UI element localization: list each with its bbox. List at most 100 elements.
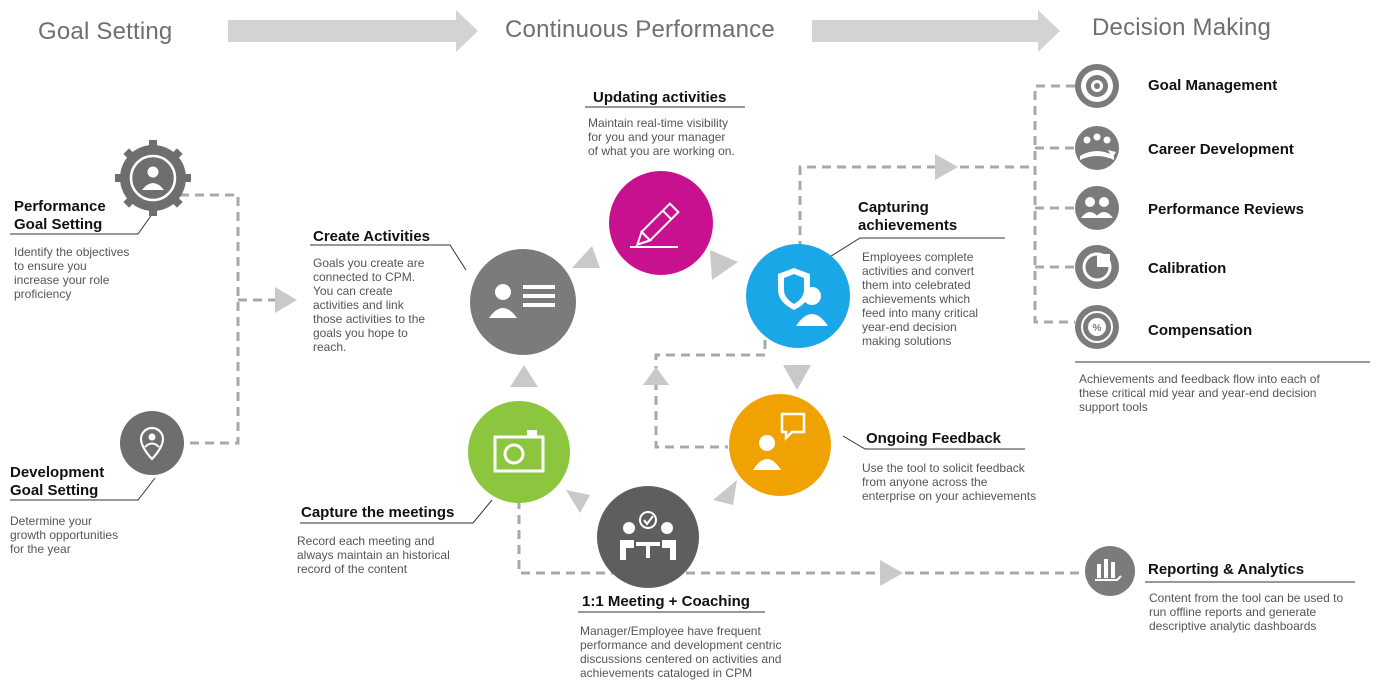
desc-line: year-end decision [862, 320, 957, 334]
desc-line: for you and your manager [588, 130, 726, 144]
desc-line: Content from the tool can be used to [1149, 591, 1344, 605]
desc-line: You can create [313, 284, 393, 298]
desc-line: those activities to the [313, 312, 426, 326]
decision-desc: Achievements and feedback flow into each… [1079, 372, 1369, 414]
callout-line-create [310, 244, 467, 271]
meeting-coaching-desc: Manager/Employee have frequent performan… [580, 624, 820, 680]
people-icon [1075, 186, 1119, 230]
cycle-arrow-create-to-update [572, 246, 600, 268]
updating-activities-title: Updating activities [593, 89, 727, 106]
left-connector-arrowhead [275, 287, 297, 313]
compensation-icon: % [1075, 305, 1119, 349]
id-card-icon [470, 249, 576, 355]
meeting-people-icon [597, 486, 699, 588]
desc-line: for the year [10, 542, 71, 556]
desc-line: these critical mid year and year-end dec… [1079, 386, 1317, 400]
desc-line: Achievements and feedback flow into each… [1079, 372, 1320, 386]
cycle-arrow-capture-to-create [510, 365, 538, 387]
callout-line-development [10, 477, 156, 501]
location-pin-icon [120, 411, 184, 475]
callout-line-feedback [842, 435, 1025, 450]
capturing-title-line2: achievements [858, 217, 958, 234]
meeting-coaching-title: 1:1 Meeting + Coaching [582, 593, 750, 610]
ongoing-feedback-title: Ongoing Feedback [866, 430, 1002, 447]
performance-goal-desc: Identify the objectives to ensure you in… [14, 245, 164, 301]
desc-line: record of the content [297, 562, 408, 576]
capturing-title-line1: Capturing [858, 199, 929, 216]
desc-line: Identify the objectives [14, 245, 130, 259]
development-goal-title-line1: Development [10, 464, 105, 481]
desc-line: always maintain an historical [297, 548, 450, 562]
shield-person-icon [746, 244, 850, 348]
feedback-loop-arrowhead [643, 367, 669, 385]
svg-text:%: % [1093, 323, 1102, 334]
capture-meetings-desc: Record each meeting and always maintain … [297, 534, 477, 576]
cycle-arrow-meeting-to-capture [566, 490, 590, 513]
desc-line: Record each meeting and [297, 534, 435, 548]
reporting-analytics-title: Reporting & Analytics [1148, 561, 1305, 578]
camera-icon [468, 401, 570, 503]
calibration-label: Calibration [1148, 260, 1227, 277]
desc-line: of what you are working on. [588, 144, 735, 158]
desc-line: run offline reports and generate [1149, 605, 1317, 619]
desc-line: Use the tool to solicit feedback [862, 461, 1025, 475]
development-goal-desc: Determine your growth opportunities for … [10, 514, 160, 556]
callout-line-performance [10, 209, 156, 235]
performance-goal-title: Performance Goal Setting [14, 198, 106, 234]
desc-line: Employees complete [862, 250, 974, 264]
create-activities-title: Create Activities [313, 228, 430, 245]
desc-line: growth opportunities [10, 528, 119, 542]
desc-line: connected to CPM. [313, 270, 416, 284]
create-activities-desc: Goals you create are connected to CPM. Y… [313, 256, 463, 354]
callout-line-capture-meetings [300, 499, 493, 524]
desc-line: them into celebrated [862, 278, 971, 292]
desc-line: reach. [313, 340, 347, 354]
desc-line: making solutions [862, 334, 952, 348]
cycle-arrow-update-to-capture [710, 250, 738, 280]
capturing-achievements-desc: Employees complete activities and conver… [862, 250, 1012, 348]
reporting-arrowhead [880, 560, 903, 586]
desc-line: from anyone across the [862, 475, 988, 489]
development-goal-title-line2: Goal Setting [10, 482, 99, 499]
bar-chart-icon [1085, 546, 1135, 596]
development-goal-title: Development Goal Setting [10, 464, 104, 500]
performance-goal-title-line1: Performance [14, 198, 106, 215]
desc-line: activities and convert [862, 264, 975, 278]
callout-line-capturing [819, 237, 1005, 264]
phase-arrow-2 [812, 10, 1060, 52]
performance-reviews-label: Performance Reviews [1148, 201, 1304, 218]
gear-person-icon [115, 140, 191, 216]
capturing-achievements-title: Capturing achievements [858, 199, 957, 235]
performance-goal-title-line2: Goal Setting [14, 216, 103, 233]
desc-line: descriptive analytic dashboards [1149, 619, 1317, 633]
goal-management-label: Goal Management [1148, 77, 1278, 94]
desc-line: proficiency [14, 287, 72, 301]
decision-connector-arrowhead [935, 154, 958, 180]
ongoing-feedback-desc: Use the tool to solicit feedback from an… [862, 461, 1072, 503]
desc-line: enterprise on your achievements [862, 489, 1037, 503]
capture-meetings-title: Capture the meetings [301, 504, 455, 521]
left-connector [180, 193, 275, 445]
desc-line: Manager/Employee have frequent [580, 624, 761, 638]
updating-activities-desc: Maintain real-time visibility for you an… [588, 116, 768, 158]
desc-line: feed into many critical [862, 306, 979, 320]
desc-line: performance and development centric [580, 638, 782, 652]
desc-line: Determine your [10, 514, 93, 528]
cycle-arrow-capture-to-feedback [783, 365, 811, 390]
phase-continuous-performance: Continuous Performance [505, 16, 775, 43]
desc-line: to ensure you [14, 259, 87, 273]
phase-arrow-1 [228, 10, 478, 52]
compensation-label: Compensation [1148, 322, 1253, 339]
cycle-arrow-feedback-to-meeting [713, 480, 737, 505]
calibration-icon [1075, 245, 1119, 289]
pencil-icon [609, 171, 713, 275]
desc-line: achievements cataloged in CPM [580, 666, 753, 680]
desc-line: Goals you create are [313, 256, 425, 270]
desc-line: discussions centered on activities and [580, 652, 782, 666]
target-icon [1075, 64, 1119, 108]
phase-decision-making: Decision Making [1092, 14, 1272, 41]
phase-goal-setting: Goal Setting [38, 18, 173, 45]
reporting-analytics-desc: Content from the tool can be used to run… [1149, 591, 1374, 633]
feedback-loop-connector [654, 325, 767, 449]
